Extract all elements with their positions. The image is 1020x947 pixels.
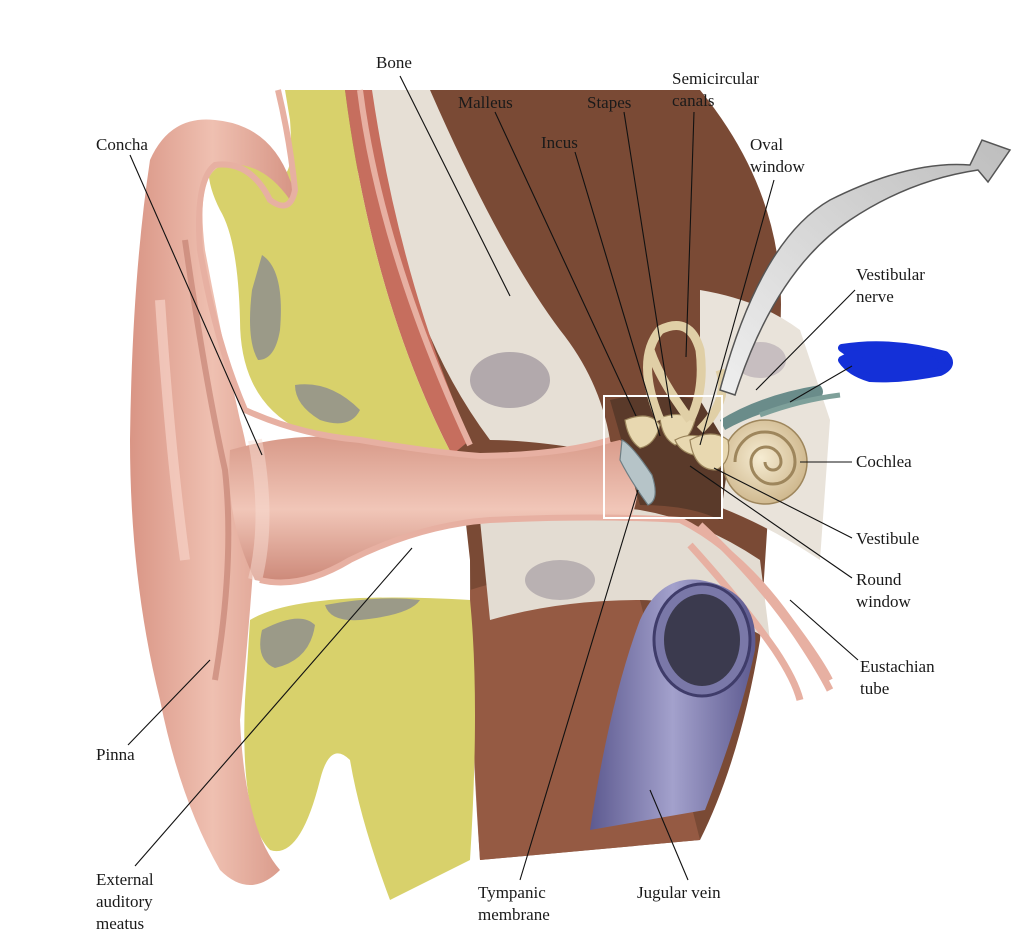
label-stapes: Stapes xyxy=(587,93,631,112)
fat-tissue-upper xyxy=(208,90,452,455)
label-tube: tube xyxy=(860,679,889,698)
label-nerve: nerve xyxy=(856,287,894,306)
label-semicircular: Semicircular xyxy=(672,69,759,88)
vestibule-shape xyxy=(689,433,730,471)
label-vestibular: Vestibular xyxy=(856,265,925,284)
label-bone: Bone xyxy=(376,53,412,72)
label-tympanic: Tympanic xyxy=(478,883,546,902)
label-jugular-vein: Jugular vein xyxy=(637,883,721,902)
label-round: Round xyxy=(856,570,902,589)
label-incus: Incus xyxy=(541,133,578,152)
vestibular-nerve-shape xyxy=(720,385,823,430)
pinna-shape xyxy=(130,119,295,885)
label-round-window: window xyxy=(856,592,912,611)
semicircular-canals-shape xyxy=(643,321,727,434)
label-meatus: meatus xyxy=(96,914,144,933)
label-membrane: membrane xyxy=(478,905,550,924)
label-pinna: Pinna xyxy=(96,745,135,764)
cochlea-shape xyxy=(722,419,808,505)
fat-tissue-lower xyxy=(244,597,475,900)
label-cochlea: Cochlea xyxy=(856,452,912,471)
ear-canal xyxy=(229,436,640,583)
label-concha: Concha xyxy=(96,135,148,154)
label-canals: canals xyxy=(672,91,714,110)
inset-box xyxy=(603,395,723,519)
eustachian-tube-shape xyxy=(687,522,834,701)
label-oval: Oval xyxy=(750,135,783,154)
label-window: window xyxy=(750,157,806,176)
label-eustachian: Eustachian xyxy=(860,657,935,676)
tympanic-membrane-shape xyxy=(619,439,656,506)
redaction-scribble xyxy=(838,341,953,383)
jugular-vein-shape xyxy=(590,579,756,830)
label-auditory: auditory xyxy=(96,892,153,911)
leader-lines xyxy=(127,75,859,881)
diagram-labels: Bone Malleus Stapes Semicircular canals … xyxy=(96,53,935,933)
label-external: External xyxy=(96,870,154,889)
label-malleus: Malleus xyxy=(458,93,513,112)
auditory-pathway-arrow xyxy=(719,139,1012,396)
label-vestibule: Vestibule xyxy=(856,529,919,548)
